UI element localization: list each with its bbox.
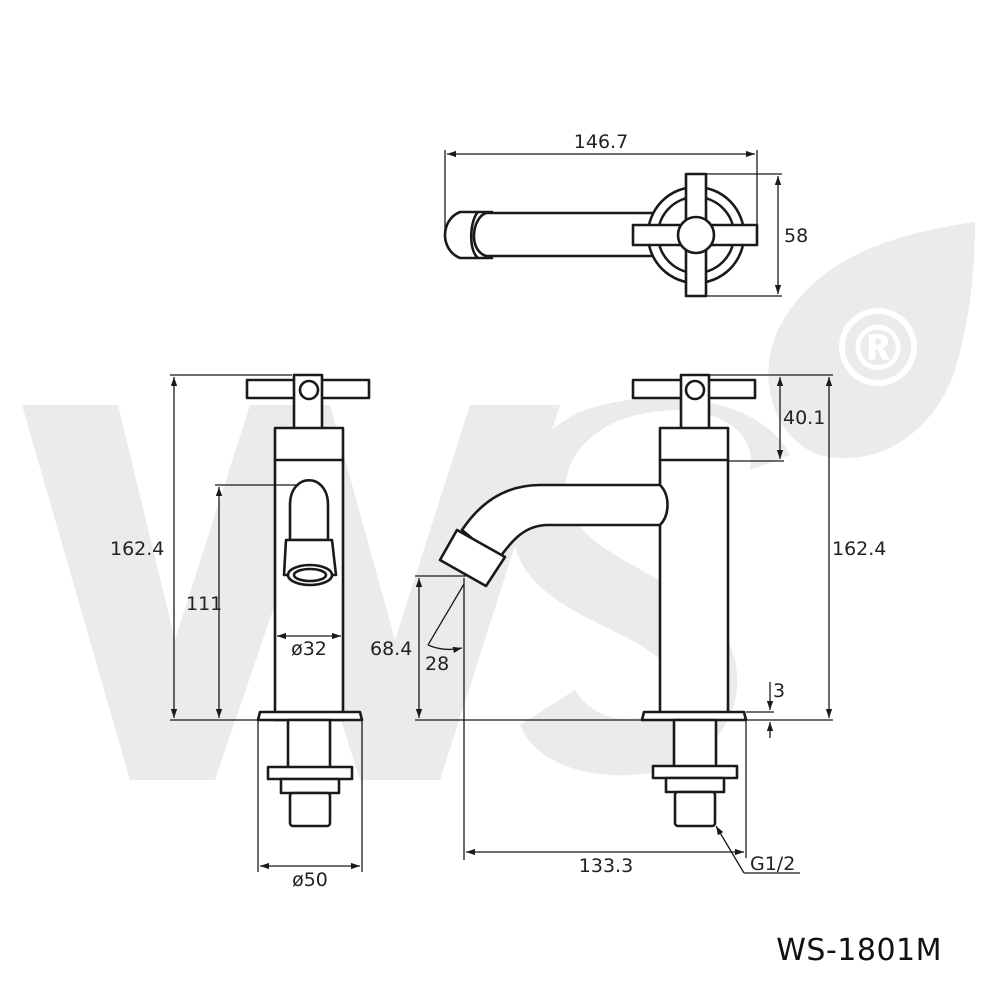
watermark-registered-mark: ®	[847, 312, 909, 385]
side-thread-label: G1/2	[750, 853, 795, 875]
watermark-letter-w	[22, 405, 560, 780]
front-base-diameter-label: ø50	[292, 869, 328, 891]
side-reach-label: 133.3	[579, 855, 633, 877]
top-view: 146.7 58	[443, 131, 808, 298]
front-height-label: 162.4	[110, 538, 164, 560]
side-angle-label: 28	[425, 653, 449, 675]
side-view: 40.1 162.4 3 68.4 28 133.3 G1/2	[370, 373, 886, 877]
side-handle-height-label: 40.1	[783, 407, 825, 429]
side-outlet-height-label: 68.4	[370, 638, 412, 660]
model-number: WS-1801M	[776, 933, 942, 968]
side-base-thickness-label: 3	[773, 680, 785, 702]
side-height-label: 162.4	[832, 538, 886, 560]
front-body-diameter-label: ø32	[291, 638, 327, 660]
top-width-label: 146.7	[574, 131, 628, 153]
watermark-leaf	[768, 222, 975, 459]
front-spout-height-label: 111	[186, 593, 222, 615]
front-view: 162.4 111 ø32 ø50	[110, 373, 371, 891]
top-depth-label: 58	[784, 225, 808, 247]
watermark-registered-ring	[839, 308, 917, 386]
